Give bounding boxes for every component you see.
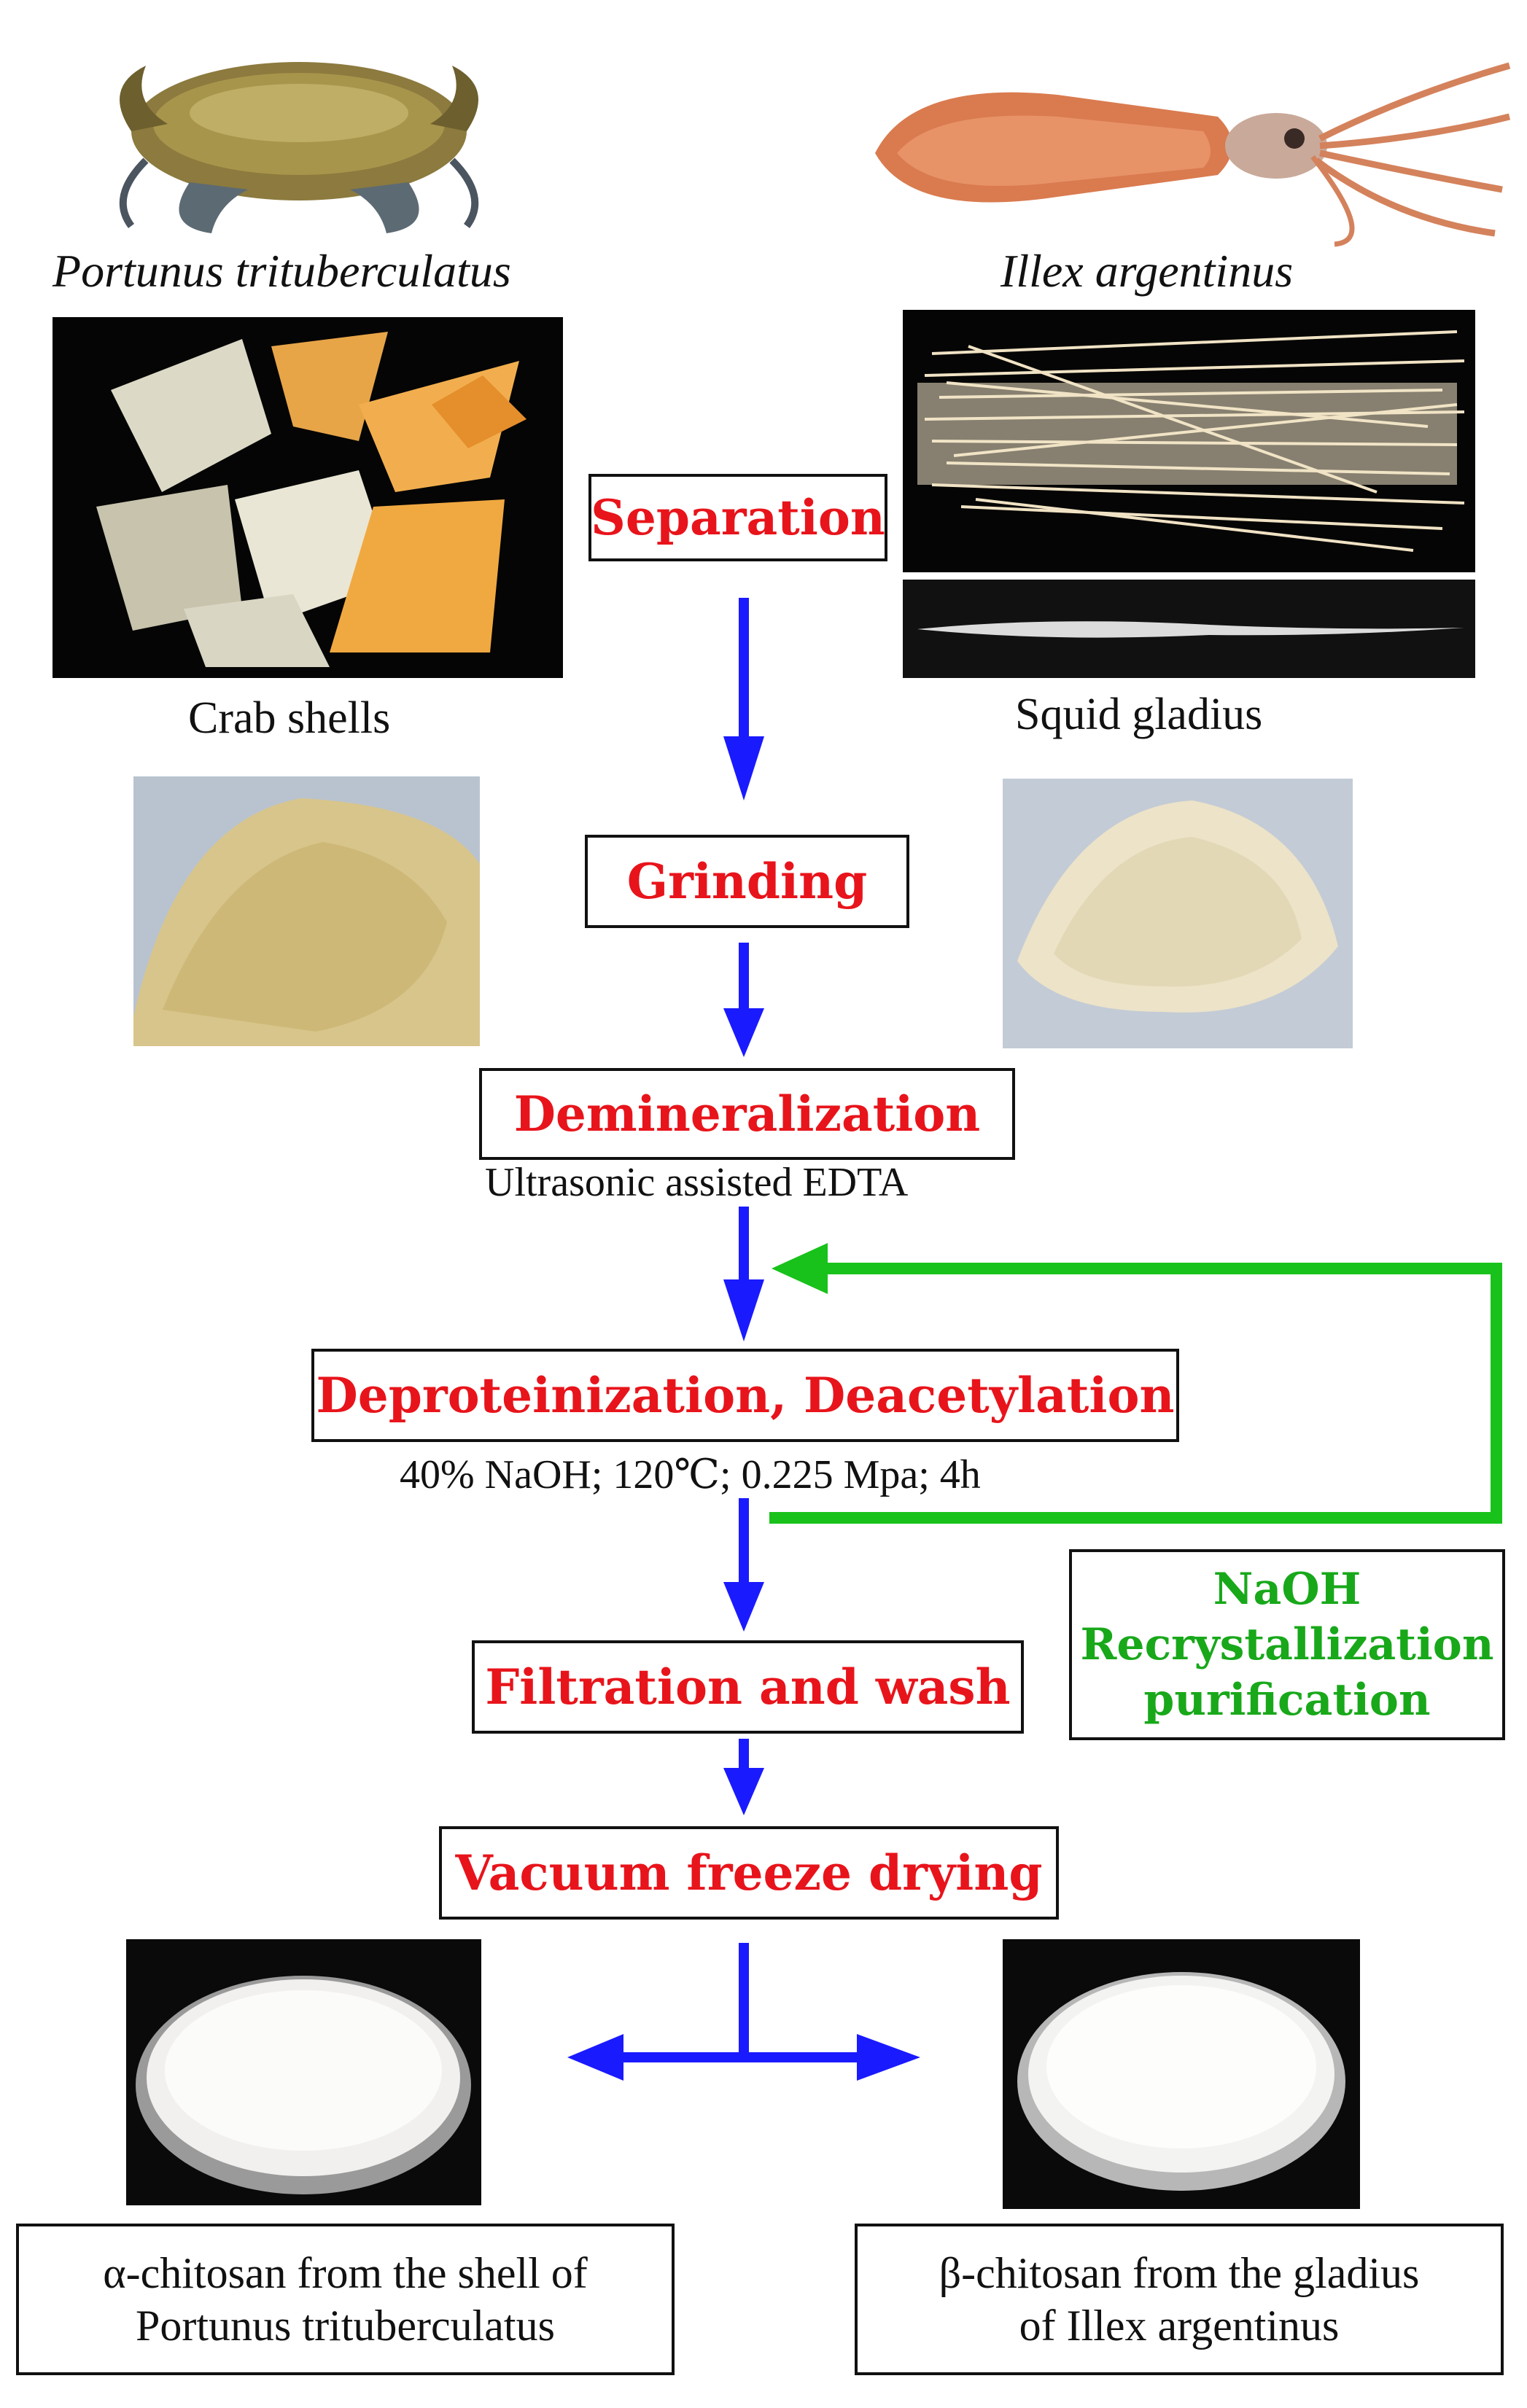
recycle-arrow-head (772, 1243, 828, 1294)
beta-chitosan-line-2: of Illex argentinus (1019, 2302, 1340, 2350)
squid-gladius-single-photo (903, 580, 1475, 678)
beta-chitosan-photo (1003, 1939, 1360, 2209)
crab-powder-photo (133, 776, 480, 1046)
deproteinization-step-box: Deproteinization, Deacetylation (311, 1349, 1179, 1442)
recycle-line-2: Recrystallization (1080, 1619, 1494, 1670)
squid-powder-photo (1003, 779, 1353, 1048)
arrow-grinding-to-demineralization (723, 943, 764, 1057)
alpha-chitosan-line-2: Portunus trituberculatus (136, 2302, 555, 2350)
alpha-chitosan-line-1: α-chitosan from the shell of (103, 2249, 588, 2297)
species-right-label: Illex argentinus (1000, 245, 1294, 297)
crab-photo (119, 62, 479, 233)
arrow-filtration-to-drying (723, 1739, 764, 1815)
separation-step-label: Separation (591, 489, 885, 546)
demineralization-condition: Ultrasonic assisted EDTA (485, 1160, 909, 1205)
filtration-step-label: Filtration and wash (485, 1659, 1011, 1715)
demineralization-step-label: Demineralization (513, 1086, 981, 1142)
demineralization-step-box: Demineralization (479, 1068, 1015, 1160)
grinding-step-box: Grinding (585, 835, 909, 928)
squid-photo (875, 62, 1511, 247)
alpha-chitosan-box: α-chitosan from the shell of Portunus tr… (16, 2224, 675, 2375)
deproteinization-step-label: Deproteinization, Deacetylation (316, 1367, 1175, 1424)
recycle-line-3: purification (1143, 1675, 1431, 1726)
alpha-chitosan-photo (126, 1939, 481, 2205)
squid-gladius-bundle-photo (903, 310, 1475, 572)
separation-step-box: Separation (588, 474, 887, 561)
arrow-deproteinization-to-filtration (723, 1498, 764, 1632)
arrow-drying-to-products (567, 1943, 920, 2081)
arrow-separation-to-grinding (723, 598, 764, 800)
beta-chitosan-box: β-chitosan from the gladius of Illex arg… (855, 2224, 1504, 2375)
grinding-step-label: Grinding (626, 853, 868, 910)
beta-chitosan-line-1: β-chitosan from the gladius (939, 2249, 1420, 2297)
filtration-step-box: Filtration and wash (472, 1640, 1024, 1734)
recycle-line-1: NaOH (1213, 1564, 1361, 1615)
crab-shells-label: Crab shells (188, 693, 391, 743)
drying-step-box: Vacuum freeze drying (439, 1826, 1059, 1920)
crab-shells-photo (53, 317, 563, 678)
deproteinization-condition: 40% NaOH; 120℃; 0.225 Mpa; 4h (400, 1452, 981, 1497)
drying-step-label: Vacuum freeze drying (455, 1844, 1043, 1901)
squid-gladius-label: Squid gladius (1015, 690, 1263, 739)
arrow-demineralization-to-deproteinization (723, 1207, 764, 1341)
naoh-recycle-box: NaOH Recrystallization purification (1069, 1549, 1505, 1740)
species-left-label: Portunus trituberculatus (53, 245, 511, 297)
